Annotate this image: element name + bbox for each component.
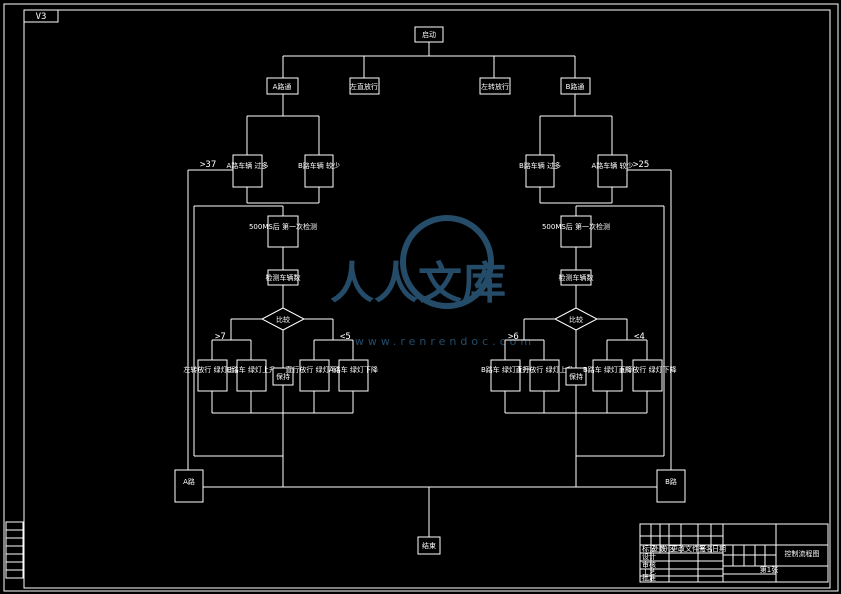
left-side-label: A路 — [183, 477, 195, 486]
tb-header-1: 标记 — [642, 544, 656, 553]
right-action-1-label: B路车 绿灯上升 — [481, 365, 530, 374]
right-action-5-box — [632, 359, 663, 392]
end-label: 结束 — [422, 541, 436, 550]
right-branch: B路车辆 过多 A路车辆 较少 >25 500MS后 第一次检测 检测车辆数 比… — [481, 94, 686, 503]
right-count-low-box — [597, 154, 628, 188]
left-action-1-box — [197, 359, 228, 392]
left-decision-label: 比较 — [276, 315, 290, 324]
right-action-1-box — [490, 359, 521, 392]
tb-header-2: 处数 — [652, 544, 666, 553]
end-box — [417, 536, 441, 555]
tb-header-4: 更改文件号 — [671, 544, 706, 553]
left-side-box — [174, 469, 204, 503]
tb-row-review: 审核 — [642, 560, 656, 569]
tb-header-5: 签名 — [699, 544, 713, 553]
left-action-4-label: 直行放行 绿灯下降 — [285, 365, 343, 374]
right-hold-label: 保持 — [569, 372, 583, 381]
branch-a-label: A路通 — [273, 82, 292, 91]
right-decision-label: 比较 — [569, 315, 583, 324]
branch-left-turn-box — [479, 77, 511, 95]
right-action-5-label: 直行放行 绿灯下降 — [618, 365, 676, 374]
left-count-high-label: A路车辆 过多 — [226, 161, 268, 170]
branch-straight-label: 左直放行 — [350, 82, 378, 91]
drawing-title: 控制流程图 — [785, 549, 820, 558]
right-high-branch-label: >6 — [508, 332, 519, 342]
left-count-low-label: B路车辆 较少 — [298, 161, 340, 170]
right-action-2-label: 直行放行 绿灯上升 — [515, 365, 573, 374]
version-tag: V3 — [36, 12, 47, 22]
left-action-5-box — [338, 359, 369, 392]
tb-row-approve: 批准 — [642, 573, 656, 582]
left-margin-strip — [5, 521, 24, 579]
left-threshold-label: >37 — [200, 160, 216, 170]
left-high-branch-label: >7 — [215, 332, 226, 342]
left-timer-label: 500MS后 第一次检测 — [249, 222, 317, 231]
tb-header-6: 日期 — [712, 545, 726, 553]
right-count-high-box — [525, 154, 555, 188]
branch-b-label: B路通 — [566, 82, 585, 91]
inner-frame — [23, 9, 831, 589]
right-count-high-label: B路车辆 过多 — [519, 161, 561, 170]
start-label: 启动 — [422, 30, 436, 39]
watermark-brand: 人人文库 — [330, 258, 506, 309]
branch-straight-box — [349, 77, 380, 95]
left-action-5-label: A路车 绿灯下降 — [329, 365, 378, 374]
watermark-url: www.renrendoc.com — [355, 335, 535, 348]
left-hold-label: 保持 — [276, 372, 290, 381]
right-action-4-label: B路车 绿灯下降 — [583, 365, 632, 374]
sheet-label: 第1张 — [760, 565, 778, 574]
right-detect-label: 检测车辆数 — [559, 273, 594, 282]
left-action-4-box — [299, 359, 330, 392]
tb-row-process: 工艺 — [642, 568, 656, 576]
right-timer-box — [560, 215, 592, 248]
tb-row-design: 设计 — [642, 552, 656, 561]
left-action-2-box — [236, 359, 267, 392]
right-action-2-box — [529, 359, 560, 392]
right-side-label: B路 — [665, 477, 677, 486]
left-detect-label: 检测车辆数 — [266, 273, 301, 282]
tb-header-3: 分区 — [661, 544, 675, 553]
left-action-2-label: B路车 绿灯上升 — [227, 365, 276, 374]
watermark: 人人文库 www.renrendoc.com — [330, 215, 535, 348]
right-threshold-label: >25 — [633, 160, 649, 170]
right-low-branch-label: <4 — [634, 332, 645, 342]
left-count-high-box — [232, 154, 263, 188]
version-tag-box — [23, 9, 59, 23]
right-action-4-box — [592, 359, 623, 392]
left-low-branch-label: <5 — [340, 332, 351, 342]
left-branch: A路车辆 过多 B路车辆 较少 >37 500MS后 第一次检测 检测车辆数 比… — [174, 94, 378, 503]
left-timer-box — [267, 215, 299, 248]
watermark-logo-ring — [400, 215, 494, 309]
outer-frame — [3, 3, 839, 592]
title-block: 标记 处数 分区 更改文件号 签名 日期 设计 审核 工艺 批准 控制流程图 第… — [639, 523, 829, 583]
right-timer-label: 500MS后 第一次检测 — [542, 222, 610, 231]
right-side-box — [656, 469, 686, 503]
start-box — [414, 26, 444, 43]
left-count-low-box — [304, 154, 334, 188]
left-action-1-label: 左转放行 绿灯上升 — [183, 365, 241, 374]
branch-left-turn-label: 左转放行 — [481, 82, 509, 91]
right-count-low-label: A路车辆 较少 — [591, 161, 633, 170]
